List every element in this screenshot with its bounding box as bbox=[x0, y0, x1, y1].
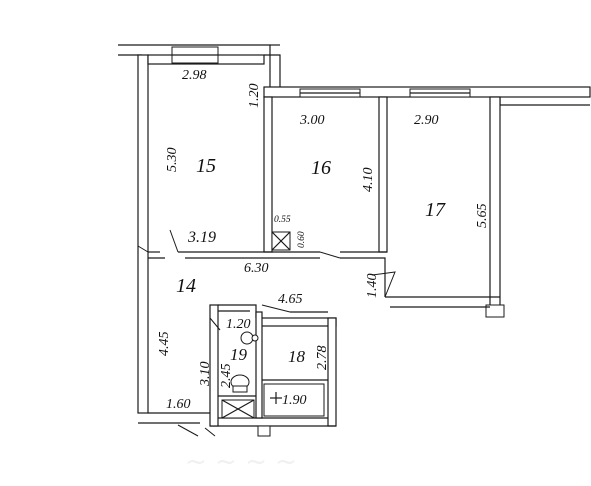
dim-shaft-width: 0.55 bbox=[274, 215, 291, 225]
dim-bath-height: 2.78 bbox=[315, 346, 330, 371]
fixtures bbox=[221, 231, 325, 419]
dim-wc-inner: 2.45 bbox=[219, 364, 234, 389]
dim-corridor-width: 4.65 bbox=[278, 292, 303, 307]
room-16: 16 bbox=[311, 157, 331, 179]
dimensions: 2.98 1.20 5.30 3.19 3.00 4.10 2.90 5.65 … bbox=[157, 68, 490, 412]
room-19: 19 bbox=[230, 345, 248, 364]
dim-entry-width: 1.60 bbox=[166, 397, 191, 412]
dim-15-window: 1.20 bbox=[247, 84, 262, 109]
room-17: 17 bbox=[425, 199, 446, 221]
watermark: ~ ~ ~ ~ bbox=[185, 447, 297, 477]
room-numbers: 15 16 17 14 19 18 bbox=[176, 155, 446, 366]
dim-15-width: 2.98 bbox=[182, 68, 207, 83]
dim-16-width: 3.00 bbox=[299, 113, 325, 128]
dim-17-width: 2.90 bbox=[414, 113, 439, 128]
dim-15-height: 5.30 bbox=[165, 148, 180, 173]
room-14: 14 bbox=[176, 275, 196, 297]
dim-bath-width: 1.90 bbox=[282, 393, 307, 408]
dim-hall-door: 1.40 bbox=[365, 274, 380, 299]
dim-hall-height: 4.45 bbox=[157, 332, 172, 357]
dim-16-height: 4.10 bbox=[361, 168, 376, 193]
dim-wc-height: 3.10 bbox=[198, 362, 213, 388]
sink-icon bbox=[240, 331, 254, 345]
dim-15-bottom: 3.19 bbox=[187, 229, 216, 246]
dim-shaft-height: 0.60 bbox=[297, 231, 307, 248]
dim-hall-width: 6.30 bbox=[244, 261, 269, 276]
room-18: 18 bbox=[288, 347, 306, 366]
dim-wc-width: 1.20 bbox=[226, 317, 251, 332]
bathtub-icon bbox=[263, 383, 325, 417]
room-15: 15 bbox=[196, 155, 216, 177]
windows bbox=[171, 46, 471, 98]
dim-17-height: 5.65 bbox=[475, 204, 490, 229]
doors bbox=[137, 229, 396, 437]
